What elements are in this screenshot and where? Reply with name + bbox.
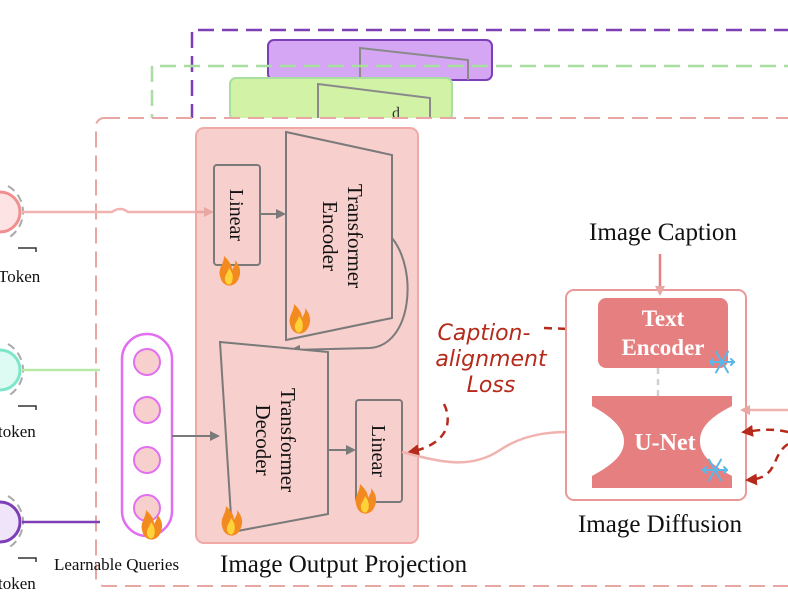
transformer-decoder-line2: Decoder bbox=[251, 404, 275, 475]
transformer-encoder: Transformer Encoder bbox=[285, 130, 393, 342]
transformer-encoder-line2: Encoder bbox=[318, 201, 342, 271]
projection-title: Image Output Projection bbox=[220, 551, 468, 578]
fire-icon bbox=[221, 506, 243, 536]
linear-bottom-label: Linear bbox=[367, 425, 389, 478]
unet-label: U-Net bbox=[634, 430, 695, 456]
caption-loss-line2: alignment bbox=[435, 347, 548, 372]
token-circle-top bbox=[0, 185, 37, 252]
background-layer-purple bbox=[190, 28, 788, 120]
arrow-encoder-to-decoder bbox=[290, 237, 409, 355]
token-label-top: Token bbox=[0, 267, 41, 286]
image-caption-label: Image Caption bbox=[589, 219, 737, 246]
token-circle-bottom bbox=[0, 495, 37, 562]
transformer-decoder-line1: Transformer bbox=[276, 388, 300, 492]
loss-arrow-right-into-unet bbox=[741, 424, 788, 437]
fire-icon bbox=[355, 484, 377, 514]
snowflake-icon bbox=[709, 350, 735, 374]
learnable-queries-label: Learnable Queries bbox=[54, 555, 179, 574]
token-label-bottom: token bbox=[0, 574, 36, 593]
transformer-encoder-line1: Transformer bbox=[343, 184, 367, 288]
linear-top-box: Linear bbox=[213, 164, 261, 266]
text-encoder-block: Text Encoder bbox=[598, 298, 728, 368]
token-label-middle: token bbox=[0, 422, 36, 441]
learnable-queries-pill bbox=[120, 332, 174, 538]
text-encoder-line2: Encoder bbox=[621, 335, 704, 360]
text-encoder-line1: Text bbox=[642, 306, 685, 331]
snowflake-icon bbox=[702, 458, 728, 482]
image-diffusion-label: Image Diffusion bbox=[578, 511, 743, 538]
svg-text:d: d bbox=[392, 105, 400, 122]
loss-arrow-to-linear bbox=[407, 403, 449, 457]
background-layer-green: d bbox=[150, 64, 788, 130]
fire-icon bbox=[219, 256, 241, 286]
linear-top-label: Linear bbox=[225, 189, 247, 242]
token-circle-middle bbox=[0, 343, 37, 410]
transformer-decoder: Transformer Decoder bbox=[218, 340, 329, 534]
unet-block: U-Net bbox=[592, 396, 732, 488]
fire-icon bbox=[289, 304, 311, 334]
caption-loss-line3: Loss bbox=[467, 373, 516, 398]
caption-loss-line1: Caption- bbox=[438, 321, 531, 346]
linear-bottom-box: Linear bbox=[355, 399, 403, 503]
arrow-linear-to-unet bbox=[401, 426, 590, 464]
loss-arrow-from-unet-right bbox=[745, 442, 788, 486]
fire-icon bbox=[141, 510, 163, 540]
token-line-top bbox=[22, 207, 196, 214]
